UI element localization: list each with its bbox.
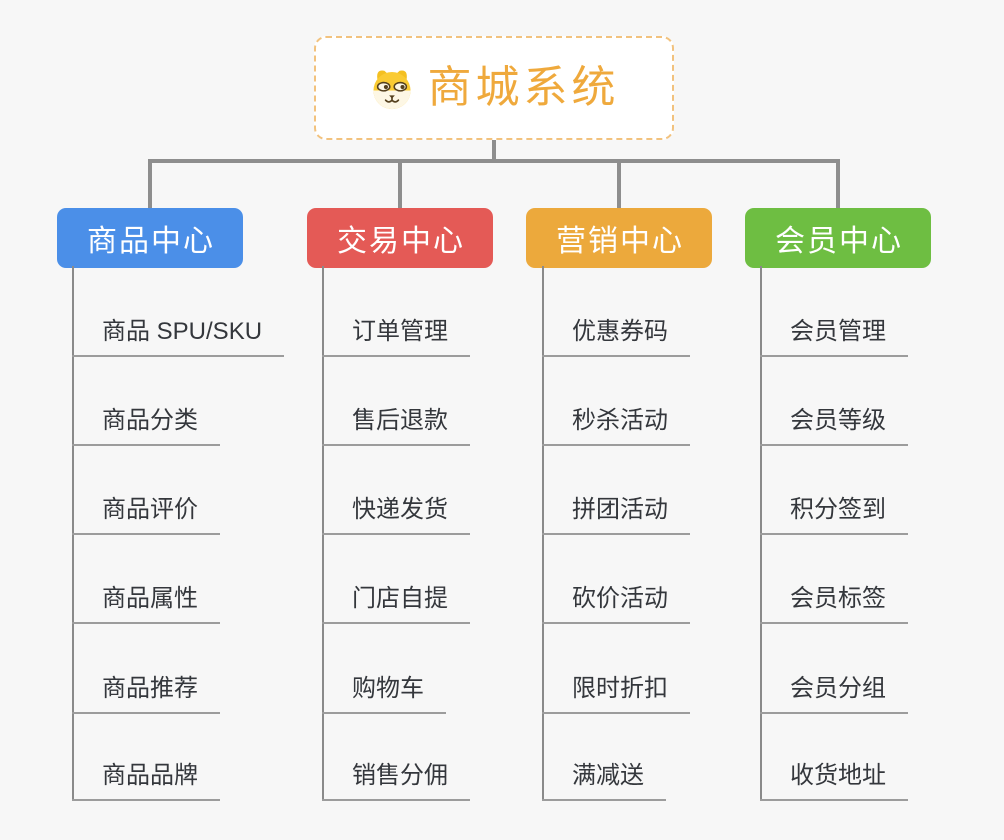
leaf-node[interactable]: 门店自提: [322, 585, 470, 624]
branch-node-product-center[interactable]: 商品中心: [57, 208, 243, 268]
leaf-node[interactable]: 快递发货: [322, 496, 470, 535]
leaf-node[interactable]: 会员等级: [760, 407, 908, 446]
leaf-node[interactable]: 会员标签: [760, 585, 908, 624]
leaf-node[interactable]: 售后退款: [322, 407, 470, 446]
leaf-node[interactable]: 拼团活动: [542, 496, 690, 535]
leaf-node[interactable]: 商品评价: [72, 496, 220, 535]
leaf-node[interactable]: 秒杀活动: [542, 407, 690, 446]
leaf-node[interactable]: 购物车: [322, 675, 446, 714]
leaf-node[interactable]: 限时折扣: [542, 675, 690, 714]
leaf-node[interactable]: 优惠券码: [542, 318, 690, 357]
leaf-node[interactable]: 满减送: [542, 762, 666, 801]
root-title: 商城系统: [427, 63, 620, 112]
leaf-node[interactable]: 商品 SPU/SKU: [72, 318, 285, 357]
leaf-node[interactable]: 订单管理: [322, 318, 470, 357]
connector-root-stub: [492, 140, 496, 163]
connector-branch-stub: [836, 159, 840, 209]
leaf-node[interactable]: 商品分类: [72, 407, 220, 446]
connector-branch-stub: [398, 159, 402, 209]
leaf-node[interactable]: 积分签到: [760, 496, 908, 535]
root-node[interactable]: 商城系统: [314, 36, 674, 140]
leaf-node[interactable]: 商品推荐: [72, 675, 220, 714]
leaf-node[interactable]: 商品品牌: [72, 762, 220, 801]
leaf-node[interactable]: 收货地址: [760, 762, 908, 801]
leaf-node[interactable]: 会员管理: [760, 318, 908, 357]
connector-branch-stub: [148, 159, 152, 209]
leaf-node[interactable]: 销售分佣: [322, 762, 470, 801]
dog-face-icon: [369, 65, 415, 111]
connector-horizontal-line: [148, 159, 840, 163]
connector-branch-stub: [617, 159, 621, 209]
leaf-node[interactable]: 商品属性: [72, 585, 220, 624]
leaf-node[interactable]: 砍价活动: [542, 585, 690, 624]
branch-node-trade-center[interactable]: 交易中心: [307, 208, 493, 268]
branch-node-marketing-center[interactable]: 营销中心: [526, 208, 712, 268]
leaf-node[interactable]: 会员分组: [760, 675, 908, 714]
branch-node-member-center[interactable]: 会员中心: [745, 208, 931, 268]
